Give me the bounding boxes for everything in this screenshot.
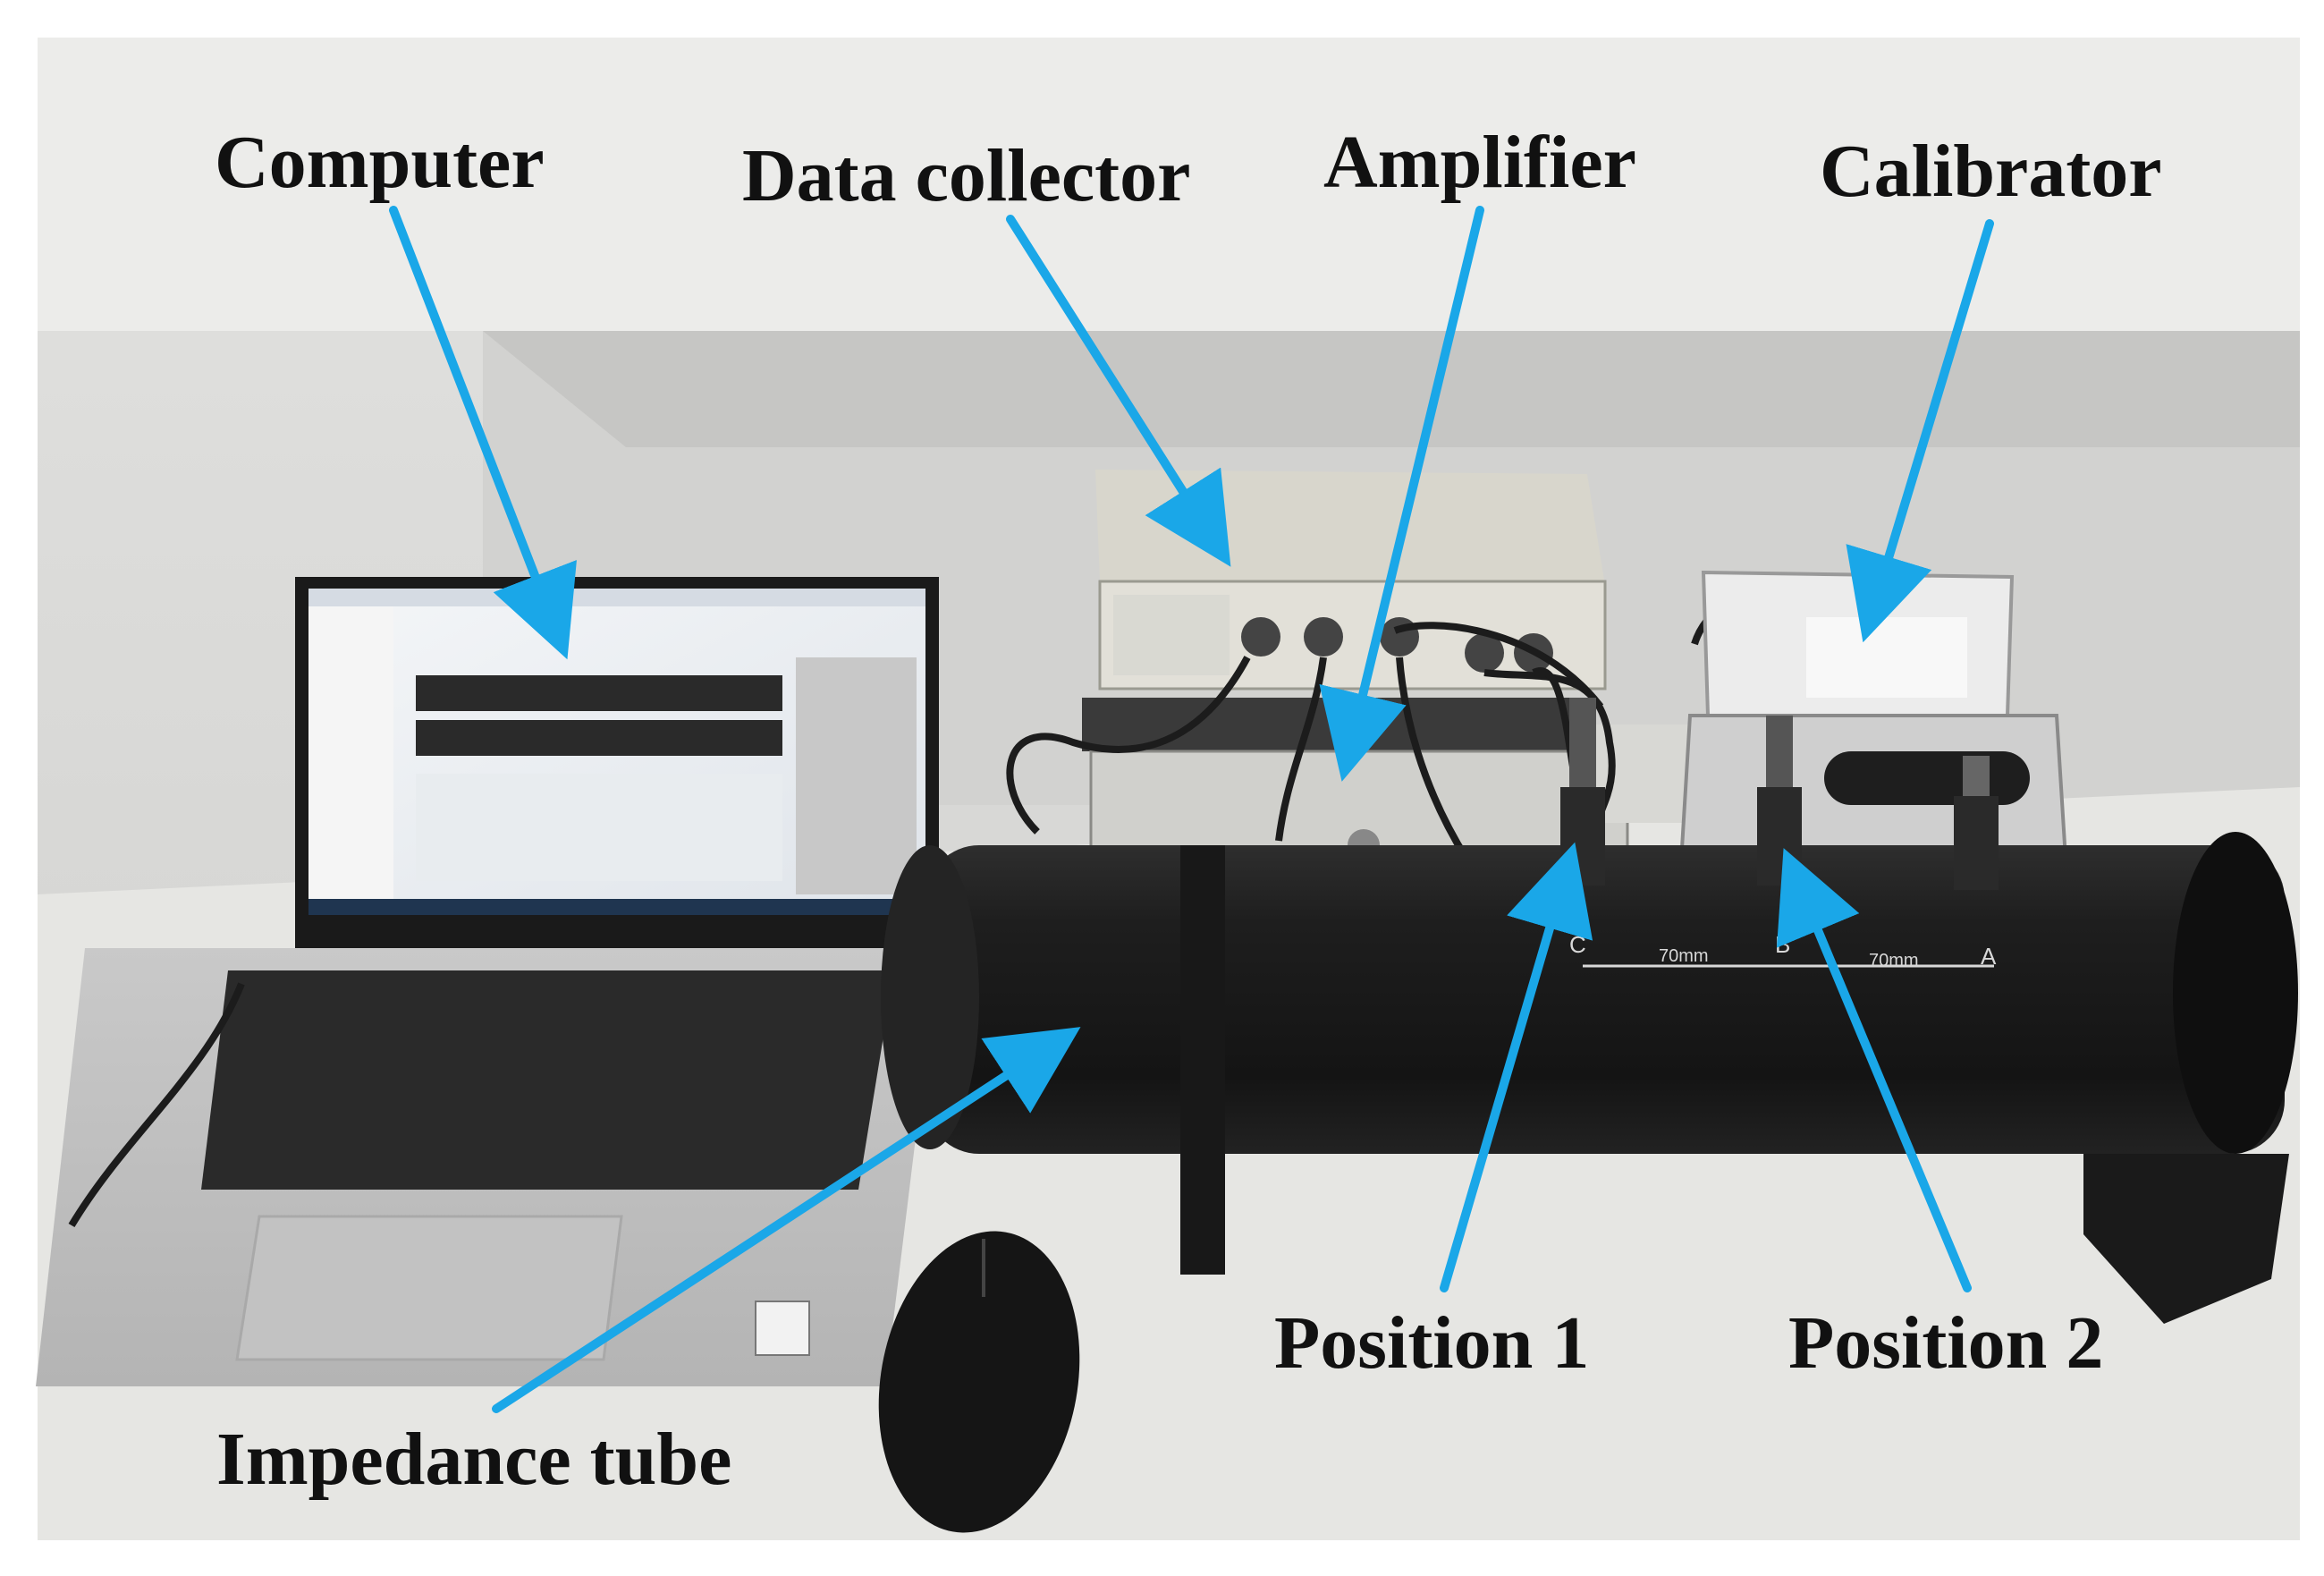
data-collector-device (1095, 470, 1607, 691)
label-position-2: Position 2 (1788, 1301, 2104, 1385)
touchpad (235, 1215, 623, 1361)
label-impedance-tube: Impedance tube (216, 1418, 732, 1501)
cpu-sticker (755, 1301, 810, 1356)
label-calibrator: Calibrator (1820, 130, 2162, 213)
arrow-amplifier (1319, 206, 1484, 782)
label-computer: Computer (215, 121, 545, 204)
label-amplifier: Amplifier (1323, 121, 1636, 204)
tube-spacing-ba: 70mm (1869, 951, 1919, 970)
arrow-position-1 (1440, 842, 1593, 1292)
mouse (878, 1231, 1080, 1533)
tube-marking-b: B (1775, 931, 1790, 958)
tube-marking-c: C (1569, 931, 1586, 958)
arrow-position-2 (1776, 848, 1972, 1292)
arrow-data-collector (1006, 215, 1231, 567)
tube-marking-a: A (1981, 943, 1997, 970)
arrow-calibrator (1846, 219, 1994, 643)
label-data-collector: Data collector (742, 134, 1191, 217)
laptop (36, 577, 939, 1386)
tube-spacing-cb: 70mm (1659, 946, 1709, 966)
keyboard (201, 970, 894, 1190)
impedance-tube (881, 698, 2298, 1324)
arrow-impedance-tube (492, 1027, 1081, 1413)
arrow-computer (389, 206, 577, 660)
calibrator-case (1678, 570, 2068, 866)
annotation-arrows (389, 206, 1994, 1413)
label-position-1: Position 1 (1274, 1301, 1590, 1385)
